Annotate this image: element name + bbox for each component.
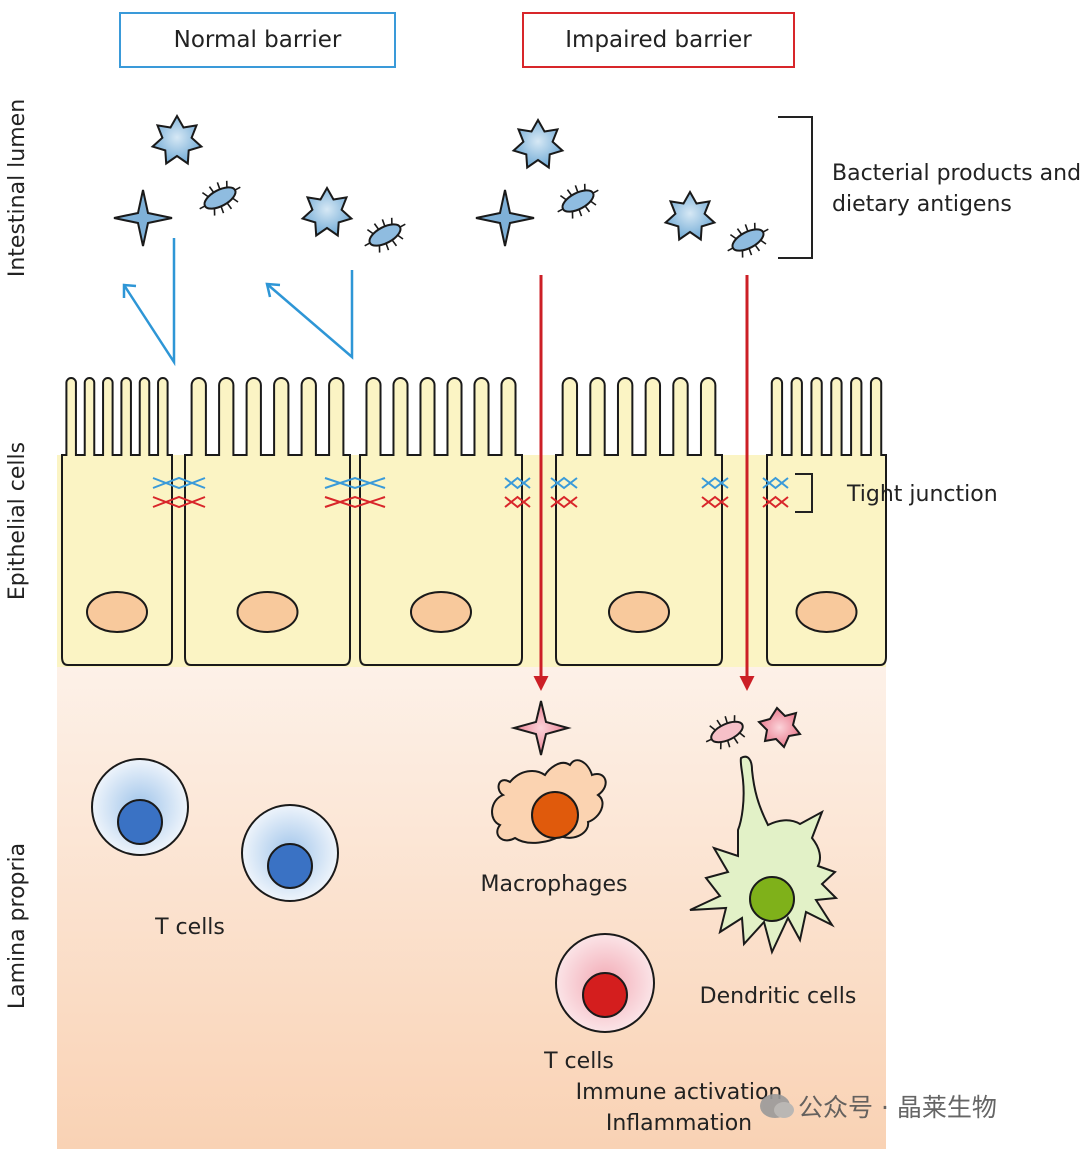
epithelial-nucleus [608, 591, 670, 633]
bacterial-bracket [778, 116, 813, 259]
star-antigen [663, 189, 717, 242]
bacterium [557, 183, 599, 219]
cross-star-antigen [475, 189, 535, 247]
tight-junctions [152, 476, 789, 509]
dendritic-cell [689, 755, 839, 955]
t-cells-normal [91, 758, 339, 902]
tight-junction-bracket [795, 473, 813, 513]
epithelial-cell [555, 377, 723, 666]
wechat-icon [760, 1094, 794, 1118]
watermark: 公众号 · 晶莱生物 [760, 1088, 997, 1124]
epithelial-nucleus [410, 591, 472, 633]
t-cells-activated-label: T cells [543, 1049, 614, 1074]
epithelial-cell [61, 377, 173, 666]
penetration-arrows [533, 275, 755, 691]
epithelial-cell [359, 377, 523, 666]
watermark-text: 公众号 · 晶莱生物 [798, 1093, 997, 1122]
bacterium [364, 217, 406, 253]
epithelial-nucleus [86, 591, 148, 633]
bacterium [199, 180, 241, 216]
star-antigen [300, 185, 354, 238]
epithelial-side-label: Epithelial cells [5, 442, 30, 600]
inflammation-label: Inflammation [606, 1111, 752, 1136]
t-cells-normal-label: T cells [154, 915, 225, 940]
macrophages-label: Macrophages [481, 872, 628, 897]
t-cell-nucleus [267, 843, 313, 889]
t-cell-activated [555, 933, 655, 1033]
t-cell-activated-nucleus [582, 972, 628, 1018]
bacterium [727, 222, 769, 258]
immune-activation-label: Immune activation [576, 1080, 783, 1105]
normal-barrier-label: Normal barrier [119, 12, 396, 68]
cross-star-antigen [113, 189, 173, 247]
bacterial-label-line1: Bacterial products and [832, 161, 1080, 186]
normal-barrier-text: Normal barrier [173, 27, 342, 53]
epithelial-cell [184, 377, 351, 666]
pink-star-antigen [510, 700, 572, 756]
epithelial-cells [61, 377, 887, 666]
epithelial-nucleus [795, 591, 858, 633]
impaired-barrier-text: Impaired barrier [565, 27, 752, 53]
tight-junction-label: Tight junction [846, 482, 998, 507]
blocked-arrows [122, 238, 354, 367]
dendritic-label: Dendritic cells [700, 984, 857, 1009]
internalized-antigens [510, 700, 802, 756]
star-antigen [511, 117, 565, 170]
macrophage [491, 759, 607, 844]
bacterial-label-line2: dietary antigens [832, 192, 1012, 217]
lamina-side-label: Lamina propria [5, 843, 30, 1009]
star-antigen [150, 113, 204, 166]
epithelial-nucleus [236, 591, 299, 633]
epithelial-cell [766, 377, 887, 666]
impaired-barrier-label: Impaired barrier [522, 12, 795, 68]
macrophage-nucleus [531, 791, 579, 839]
dendritic-nucleus [749, 876, 795, 922]
pink-hexstar-antigen [757, 706, 802, 749]
pink-bacterium [705, 715, 746, 750]
t-cell-nucleus [117, 799, 163, 845]
lumen-side-label: Intestinal lumen [5, 99, 30, 277]
